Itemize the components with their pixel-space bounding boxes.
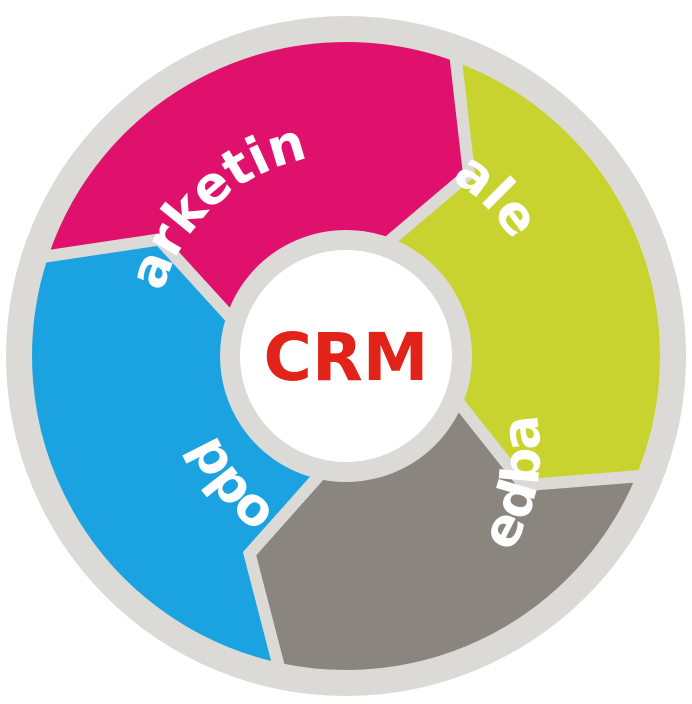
segment-feedback xyxy=(375,46,672,492)
segments-layer xyxy=(20,30,672,682)
center-label: CRM xyxy=(264,319,429,396)
center-disc xyxy=(240,250,452,462)
